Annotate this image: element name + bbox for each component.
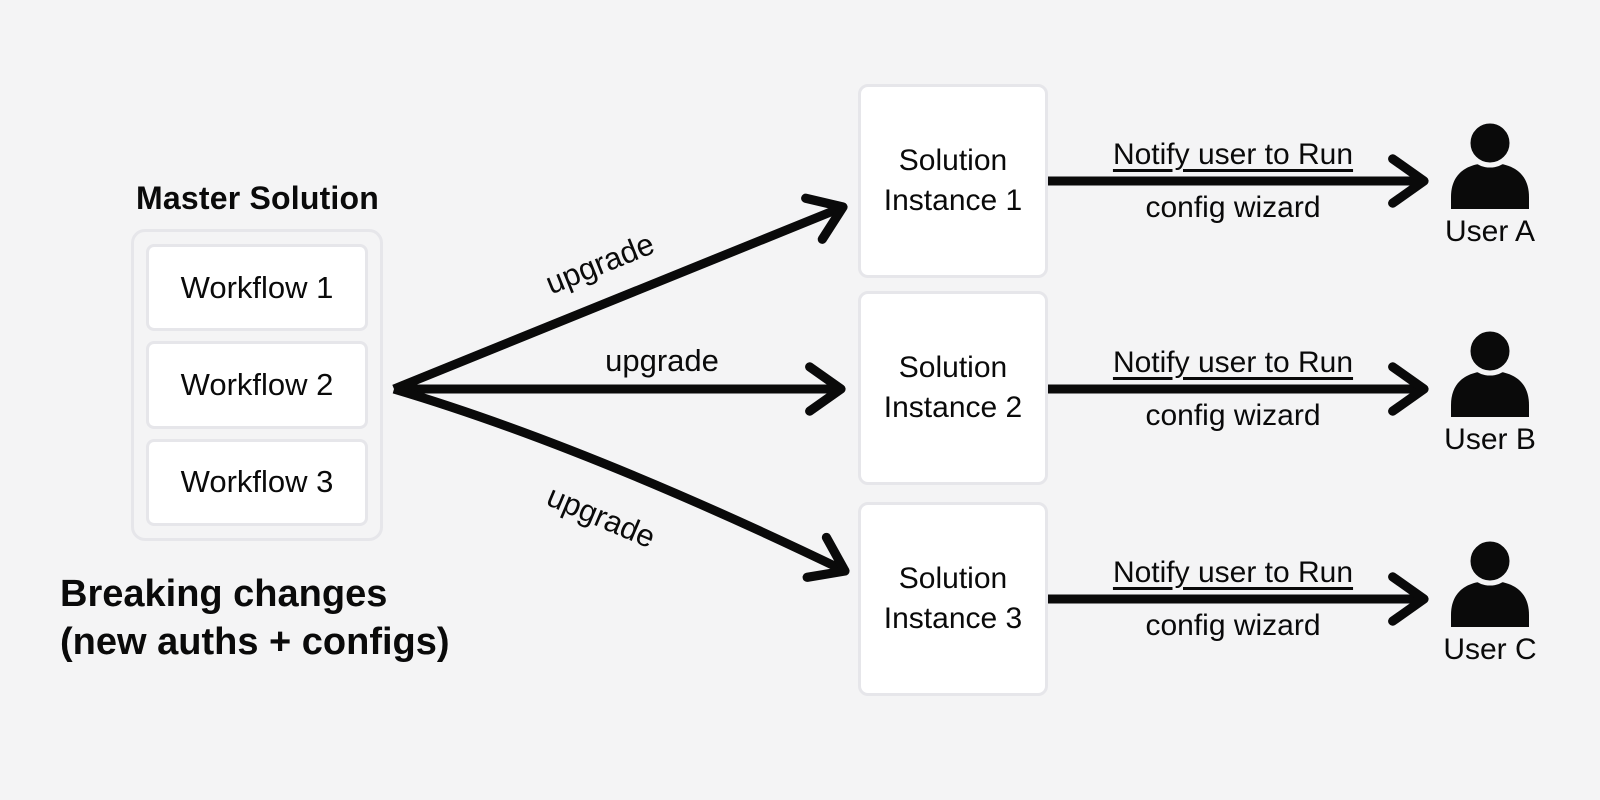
upgrade-label-2: upgrade	[605, 343, 719, 378]
workflow-3-label: Workflow 3	[180, 464, 334, 500]
solution-instance-1-label: Solution Instance 1	[883, 144, 1023, 217]
solution-instance-2-label: Solution Instance 2	[883, 351, 1023, 424]
user-b-icon	[1451, 327, 1529, 417]
user-a-icon	[1451, 119, 1529, 209]
notify-label-3: Notify user to Run config wizard	[1052, 554, 1414, 644]
upgrade-arrow-1	[392, 193, 848, 394]
user-c-icon	[1451, 537, 1529, 627]
user-c-label: User C	[1443, 633, 1537, 666]
note-line-1: Breaking changes	[60, 573, 388, 615]
notify-label-1-line-2: config wizard	[1145, 191, 1321, 224]
workflow-3-node: Workflow 3	[146, 438, 368, 526]
workflow-2-label: Workflow 2	[180, 366, 334, 402]
breaking-changes-note: Breaking changes (new auths + configs)	[60, 570, 450, 666]
note-line-2: (new auths + configs)	[60, 621, 450, 663]
notify-label-3-line-2: config wizard	[1145, 609, 1321, 642]
solution-instance-2-node: Solution Instance 2	[858, 291, 1048, 485]
solution-instance-3-label: Solution Instance 3	[883, 562, 1023, 635]
upgrade-arrow-3	[392, 384, 850, 582]
workflow-1-label: Workflow 1	[180, 269, 334, 305]
master-solution-container: Workflow 1 Workflow 2 Workflow 3	[131, 229, 383, 541]
notify-label-1: Notify user to Run config wizard	[1052, 136, 1414, 226]
user-a-label: User A	[1444, 215, 1536, 248]
master-solution-title: Master Solution	[136, 180, 380, 216]
notify-label-2-line-2: config wizard	[1145, 399, 1321, 432]
notify-label-2-line-1: Notify user to Run	[1112, 346, 1354, 379]
solution-instance-3-node: Solution Instance 3	[858, 502, 1048, 696]
workflow-2-node: Workflow 2	[146, 341, 368, 429]
notify-label-2: Notify user to Run config wizard	[1052, 344, 1414, 434]
notify-label-1-line-1: Notify user to Run	[1112, 138, 1354, 171]
workflow-1-node: Workflow 1	[146, 244, 368, 332]
solution-instance-1-node: Solution Instance 1	[858, 84, 1048, 278]
notify-label-3-line-1: Notify user to Run	[1112, 556, 1354, 589]
user-b-label: User B	[1444, 423, 1536, 456]
